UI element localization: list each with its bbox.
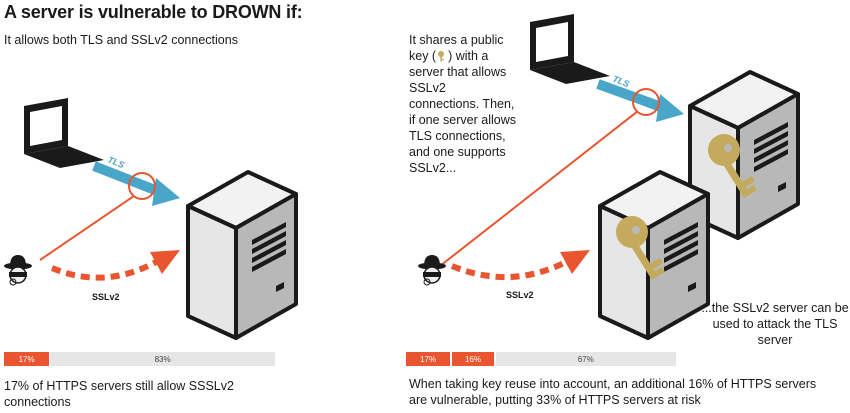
right-tls-arrow-head xyxy=(656,94,684,122)
right-sslv2-arrow-head xyxy=(560,250,590,274)
right-sslv2-arrow xyxy=(450,259,568,280)
right-description-start: It shares a public key ( xyxy=(409,33,504,63)
attacker-icon xyxy=(417,254,447,286)
attacker-icon xyxy=(3,254,33,286)
server-icon xyxy=(598,170,710,340)
right-bar-segment-2: 16% xyxy=(452,352,494,366)
left-sslv2-label: SSLv2 xyxy=(92,292,120,302)
right-attack-line xyxy=(439,110,639,267)
laptop-icon xyxy=(530,14,610,84)
left-caption-line-1: 17% of HTTPS servers still allow SSSLv2 xyxy=(4,379,234,393)
server-icon xyxy=(186,170,298,340)
left-bar-segment-2: 83% xyxy=(50,352,275,366)
sslv2-arrow xyxy=(50,259,158,281)
right-bar-segment-1: 17% xyxy=(406,352,451,366)
right-tls-arrow xyxy=(596,79,666,113)
right-caption: When taking key reuse into account, an a… xyxy=(409,376,816,408)
right-intercept-circle xyxy=(632,88,660,116)
key-icon xyxy=(438,51,445,62)
left-bar-segment-1: 17% xyxy=(4,352,50,366)
right-sslv2-label: SSLv2 xyxy=(506,290,534,300)
page-title: A server is vulnerable to DROWN if: xyxy=(4,2,303,22)
left-subtitle: It allows both TLS and SSLv2 connections xyxy=(4,33,238,47)
attack-line xyxy=(39,195,135,261)
right-description-end: ) with a server that allows SSLv2 connec… xyxy=(409,49,516,175)
right-description: It shares a public key () with a server … xyxy=(409,32,519,176)
right-note: ...the SSLv2 server can be used to attac… xyxy=(701,301,849,347)
laptop-icon xyxy=(24,98,104,168)
right-bar-segment-3: 67% xyxy=(495,352,676,366)
tls-arrow-head xyxy=(152,178,180,206)
sslv2-arrow-head xyxy=(150,250,180,274)
intercept-circle xyxy=(128,172,156,200)
right-caption-line-1: When taking key reuse into account, an a… xyxy=(409,377,817,391)
right-caption-line-2: are vulnerable, putting 33% of HTTPS ser… xyxy=(409,393,701,407)
tls-arrow xyxy=(92,161,162,197)
left-caption: 17% of HTTPS servers still allow SSSLv2 … xyxy=(4,378,234,410)
left-caption-line-2: connections xyxy=(4,395,71,409)
